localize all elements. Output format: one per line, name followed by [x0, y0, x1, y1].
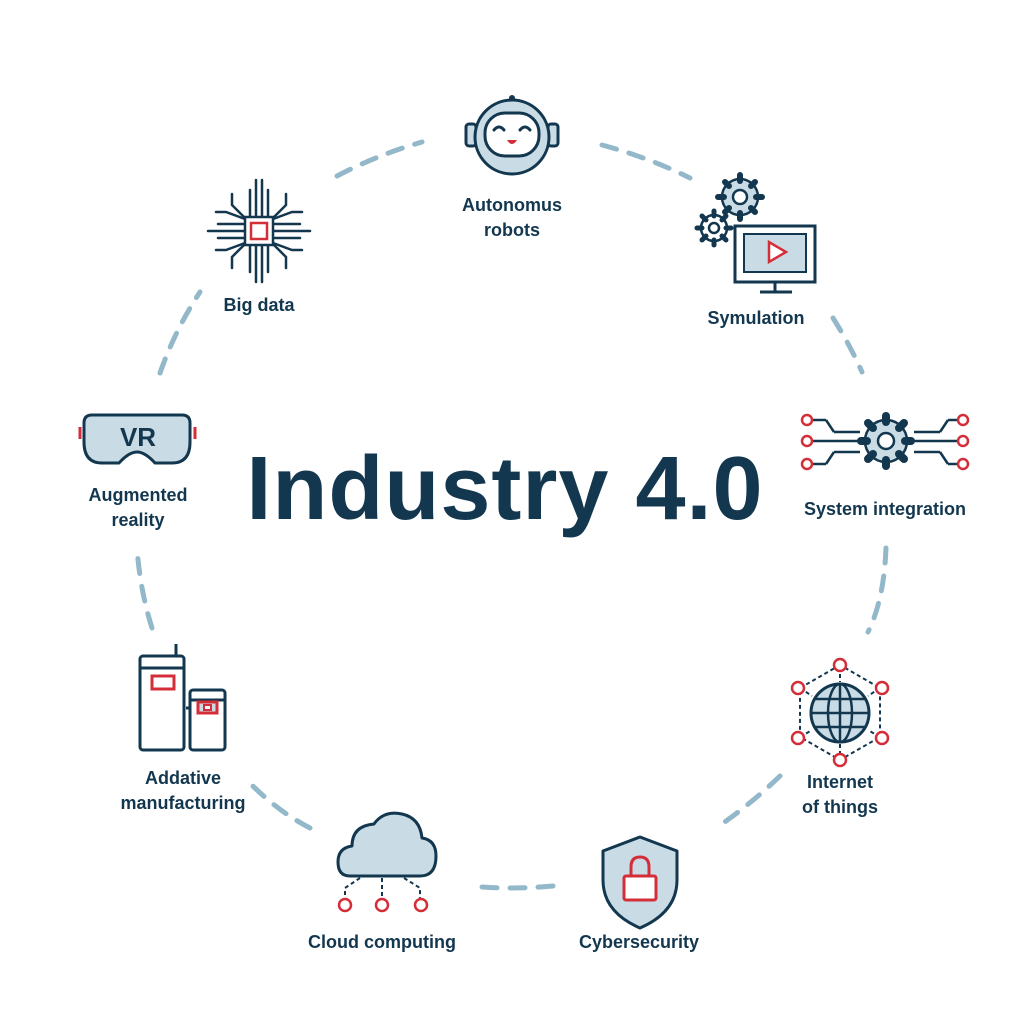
monitor-gears-icon [694, 172, 817, 294]
label-augmented-reality: Augmented reality [88, 485, 188, 530]
label-cloud-computing: Cloud computing [308, 932, 456, 952]
connector-additive-ar [134, 545, 155, 631]
label-additive-manufacturing: Addative manufacturing [120, 768, 246, 813]
gear-circuit-icon [800, 412, 970, 471]
cloud-network-icon [336, 811, 438, 913]
connector-integration-iot [865, 545, 889, 635]
robot-icon [464, 95, 560, 176]
3d-printer-icon [138, 644, 227, 752]
chip-icon [206, 178, 312, 284]
label-big-data: Big data [223, 295, 295, 315]
label-internet-of-things: Internet of things [802, 772, 878, 817]
vr-headset-icon: VR [78, 413, 197, 465]
connector-ar-bigdata [157, 289, 203, 376]
connector-bigdata-robots [334, 139, 425, 179]
connector-simulation-integration [830, 315, 865, 375]
dashed-ring [134, 139, 889, 891]
label-system-integration: System integration [803, 499, 967, 519]
shield-lock-icon [601, 835, 679, 930]
label-autonomous-robots: Autonomus robots [462, 195, 562, 240]
globe-network-icon [790, 657, 890, 768]
connector-iot-cyber [713, 773, 783, 831]
connector-cloud-additive [242, 775, 313, 831]
label-cybersecurity: Cybersecurity [578, 932, 700, 952]
connector-cyber-cloud [467, 883, 556, 891]
connector-robots-simulation [599, 142, 693, 181]
vr-icon-text: VR [120, 422, 156, 452]
label-simulation: Symulation [707, 308, 805, 328]
page-title: Industry 4.0 [246, 439, 764, 539]
